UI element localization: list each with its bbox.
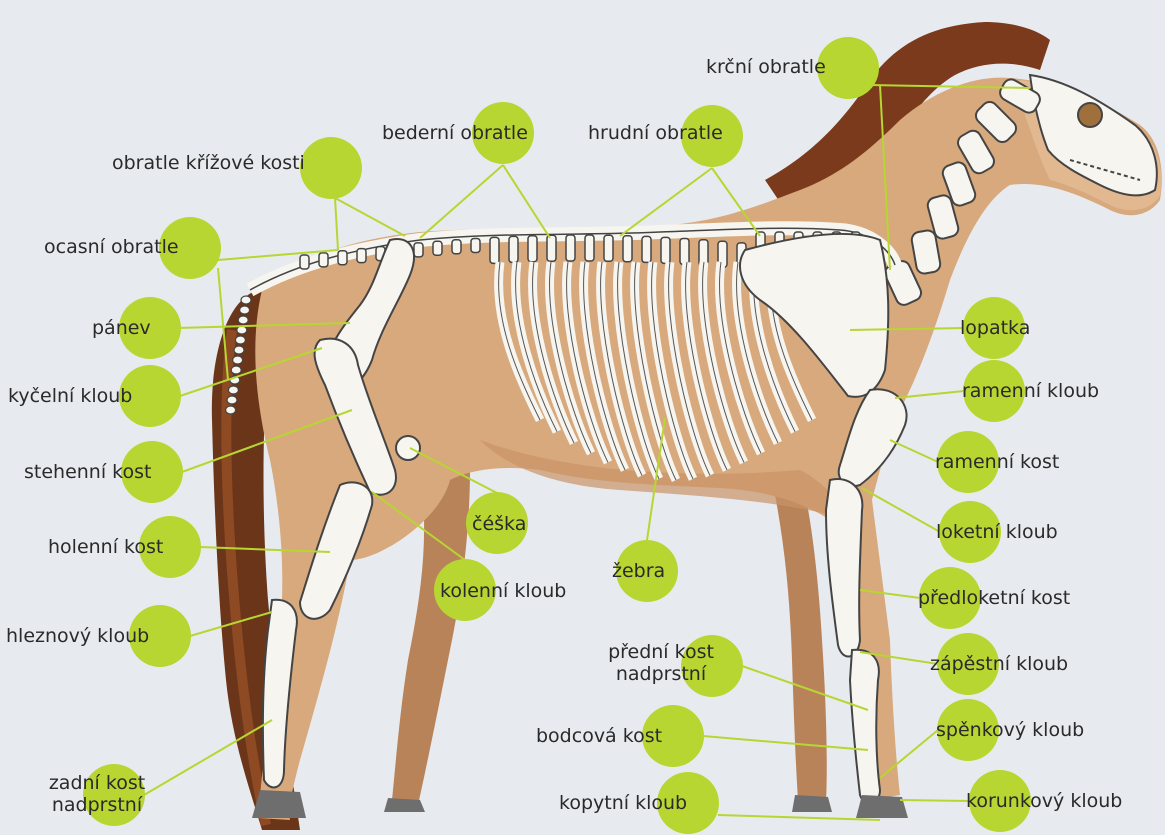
dorsal-process [300,255,309,269]
hind-hoof [252,790,306,818]
tail-vertebra [234,346,244,354]
front-leg-far [770,470,827,802]
label-panev: pánev [92,317,151,339]
leader-line-bederni-obratle-1 [503,165,550,238]
label-obratle-krizove-kosti: obratle křížové kosti [112,152,305,174]
dorsal-process [642,236,651,262]
patella [396,436,420,460]
dorsal-process [585,235,594,261]
label-ceska: čéška [472,513,526,535]
front-cannon [850,650,880,803]
label-stehenni-kost: stehenní kost [24,461,151,483]
tail-vertebra [235,336,245,344]
tail-vertebra [226,406,236,414]
leader-line-bederni-obratle-0 [420,165,503,238]
far-hind-hoof [384,798,425,812]
dorsal-process [528,236,537,262]
horse-body [255,78,1162,820]
tail-vertebra [231,366,241,374]
label-holenni-kost: holenní kost [48,536,163,558]
leader-line-korunkovy-kloub-0 [900,800,970,801]
dorsal-process [680,238,689,264]
dorsal-process [509,236,518,262]
tail-vertebra [233,356,243,364]
label-zebra: žebra [612,560,665,582]
label-kopytni-kloub: kopytní kloub [559,792,687,814]
leader-line-bodcova-kost-0 [703,736,868,750]
dorsal-process [566,235,575,261]
dorsal-process [661,237,670,263]
label-korunkovy-kloub: korunkový kloub [966,790,1122,812]
leader-line-kopytni-kloub-0 [718,815,880,820]
tail-vertebra [241,296,251,304]
label-predni-kost-nadprstni: přední kost nadprstní [576,641,746,685]
label-loketni-kloub: loketní kloub [936,521,1058,543]
leader-line-ramenni-kost-0 [890,440,938,462]
dorsal-process [414,243,423,257]
label-hrudni-obratle: hrudní obratle [588,122,723,144]
label-spenkovy-kloub: spěnkový kloub [936,719,1084,741]
dorsal-process [604,235,613,261]
dorsal-process [338,251,347,265]
label-zapestni-kloub: zápěstní kloub [930,653,1068,675]
label-krcni-obratle: krční obratle [706,56,826,78]
tail-vertebra [240,306,250,314]
leader-line-obratle-krizove-kosti-1 [335,198,405,236]
tail-vertebra [238,316,248,324]
leader-line-obratle-krizove-kosti-0 [335,198,338,250]
label-ramenni-kost: ramenní kost [935,451,1059,473]
dorsal-process [452,240,461,254]
eye-socket [1078,103,1102,127]
label-bederni-obratle: bederní obratle [382,122,528,144]
label-dot-krcni-obratle [817,37,879,99]
dorsal-process [319,253,328,267]
label-ramenni-kloub: ramenní kloub [962,380,1099,402]
dorsal-process [623,236,632,262]
dorsal-process [471,238,480,252]
label-lopatka: lopatka [960,317,1030,339]
dorsal-process [433,241,442,255]
label-bodcova-kost: bodcová kost [536,725,662,747]
label-dot-obratle-krizove-kosti [300,137,362,199]
dorsal-process [490,237,499,263]
label-hleznovy-kloub: hleznový kloub [6,625,149,647]
tail-vertebra [228,386,238,394]
dorsal-process [357,249,366,263]
radius [826,479,862,656]
label-kycelni-kloub: kyčelní kloub [8,385,132,407]
dorsal-process [547,235,556,261]
tail-vertebra [227,396,237,404]
label-ocasni-obratle: ocasní obratle [44,236,179,258]
label-zadni-kost-nadprstni: zadní kost nadprstní [12,772,182,816]
label-kolenni-kloub: kolenní kloub [440,580,566,602]
label-predloketni-kost: předloketní kost [918,587,1070,609]
far-front-hoof [792,795,832,812]
front-hoof [856,795,908,818]
